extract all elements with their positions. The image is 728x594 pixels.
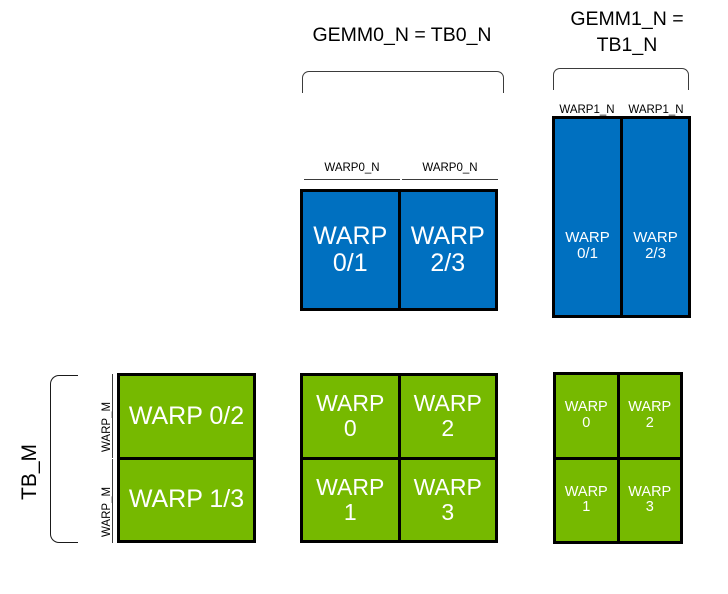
cell-warp-2[interactable]: WARP 2 <box>400 376 495 457</box>
warp0-n-rule-left <box>304 179 400 180</box>
cell-warp-1[interactable]: WARP 1 <box>303 459 398 540</box>
cell-warp-0-1[interactable]: WARP 0/1 <box>303 192 398 308</box>
cell-warp-1-3[interactable]: WARP 1/3 <box>120 459 253 540</box>
cell-warp-3[interactable]: WARP 3 <box>400 459 495 540</box>
warp-m-rule-bottom <box>112 459 113 543</box>
cell-warp-0[interactable]: WARP 0 <box>303 376 398 457</box>
cell-warp-3[interactable]: WARP 3 <box>619 459 680 541</box>
block-green-gemm0: WARP 0 WARP 2 WARP 1 WARP 3 <box>300 373 498 543</box>
tb-m-label: TB_M <box>18 443 41 500</box>
cell-warp-0-2[interactable]: WARP 0/2 <box>120 376 253 457</box>
gemm1-span-bracket <box>553 68 689 90</box>
warp0-n-caption-left: WARP0_N <box>324 162 380 174</box>
warp-m-rule-top <box>112 374 113 458</box>
cell-warp-0-1[interactable]: WARP 0/1 <box>555 119 620 315</box>
gemm1-title: GEMM1_N = TB1_N <box>570 8 684 56</box>
cell-warp-1[interactable]: WARP 1 <box>556 459 617 541</box>
tb-m-span-bracket <box>50 375 78 543</box>
warp0-n-rule-right <box>402 179 498 180</box>
block-green-gemm1: WARP 0 WARP 2 WARP 1 WARP 3 <box>553 372 683 544</box>
cell-warp-2-3[interactable]: WARP 2/3 <box>623 119 688 315</box>
block-green-tbm: WARP 0/2 WARP 1/3 <box>117 373 256 543</box>
warp0-n-caption-right: WARP0_N <box>422 162 478 174</box>
cell-warp-2-3[interactable]: WARP 2/3 <box>400 192 495 308</box>
warp1-n-caption-right: WARP1_N <box>628 104 684 116</box>
warp1-n-caption-left: WARP1_N <box>559 104 615 116</box>
gemm0-span-bracket <box>302 71 504 93</box>
gemm0-title: GEMM0_N = TB0_N <box>312 24 492 46</box>
cell-warp-0[interactable]: WARP 0 <box>556 375 617 457</box>
block-blue-gemm0: WARP 0/1 WARP 2/3 <box>300 189 498 311</box>
block-blue-gemm1: WARP 0/1 WARP 2/3 <box>552 116 691 318</box>
cell-warp-2[interactable]: WARP 2 <box>619 375 680 457</box>
